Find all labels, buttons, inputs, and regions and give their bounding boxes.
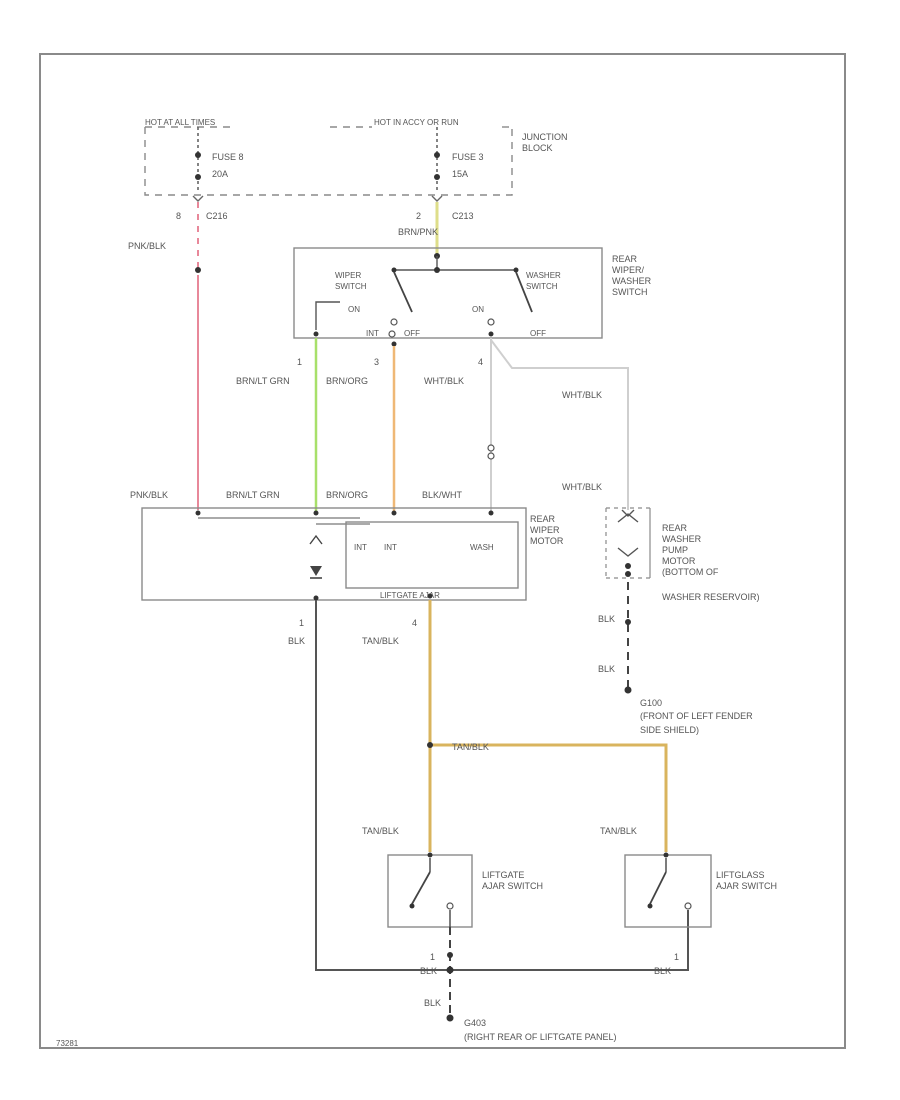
- wiper-switch-label-1: WIPER: [335, 271, 361, 280]
- rear-wiper-motor-box: [141, 507, 527, 601]
- switch-pin-3: 3: [374, 357, 379, 367]
- diagram-frame: [39, 53, 846, 1049]
- label-off-right: OFF: [530, 329, 546, 338]
- pump-name-3: PUMP: [662, 545, 688, 555]
- switch-pin-1: 1: [297, 357, 302, 367]
- liftglass-switch-name-2: AJAR SWITCH: [716, 881, 777, 891]
- ground-g100-desc-1: (FRONT OF LEFT FENDER: [640, 711, 753, 721]
- wire-label-tan-blk-1: TAN/BLK: [362, 636, 399, 646]
- wiper-washer-switch-box: [293, 247, 603, 339]
- label-on-right: ON: [472, 305, 484, 314]
- wire-label-blk-wht: BLK/WHT: [422, 490, 463, 500]
- wire-label-blk-1: BLK: [288, 636, 305, 646]
- label-int: INT: [366, 329, 379, 338]
- label-off-left: OFF: [404, 329, 420, 338]
- washer-pump-motor: [605, 507, 651, 579]
- motor-name-3: MOTOR: [530, 536, 564, 546]
- fuse-8: FUSE 8 20A: [195, 127, 244, 192]
- wire-label-wht-blk-2: WHT/BLK: [562, 390, 602, 400]
- fuse-3: FUSE 3 15A: [434, 127, 484, 192]
- wire-label-tan-blk-4: TAN/BLK: [600, 826, 637, 836]
- wire-label-brn-lt-grn-2: BRN/LT GRN: [226, 490, 280, 500]
- junction-label-left: HOT AT ALL TIMES: [145, 118, 215, 127]
- motor-wash: WASH: [470, 543, 494, 552]
- motor-int-b: INT: [384, 543, 397, 552]
- washer-switch-label-2: SWITCH: [526, 282, 558, 291]
- switch-name-1: REAR: [612, 254, 638, 264]
- fuse-3-rating: 15A: [452, 169, 468, 179]
- motor-relay-label: LIFTGATE AJAR: [380, 591, 440, 600]
- ground-g403: G403: [464, 1018, 486, 1028]
- fuse-3-name: FUSE 3: [452, 152, 484, 162]
- wire-label-wht-blk-1: WHT/BLK: [424, 376, 464, 386]
- connector-c216: C216: [206, 211, 228, 221]
- junction-block-name-2: BLOCK: [522, 143, 553, 153]
- liftgate-switch-name-2: AJAR SWITCH: [482, 881, 543, 891]
- wire-tan-blk-branch: [430, 743, 668, 852]
- wire-label-brn-pnk: BRN/PNK: [398, 227, 438, 237]
- wire-wht-blk-pump: [490, 339, 629, 510]
- pump-name-4: MOTOR: [662, 556, 696, 566]
- wire-label-blk-pump-2: BLK: [598, 664, 615, 674]
- wire-label-blk-bottom-1: BLK: [420, 966, 437, 976]
- junction-block-name-1: JUNCTION: [522, 132, 568, 142]
- motor-pin-4: 4: [412, 618, 417, 628]
- wire-label-tan-blk-3: TAN/BLK: [362, 826, 399, 836]
- pump-name-1: REAR: [662, 523, 688, 533]
- connector-c213: C213: [452, 211, 474, 221]
- liftgate-switch-name-1: LIFTGATE: [482, 870, 524, 880]
- wire-blk-motor: [315, 600, 689, 971]
- liftglass-switch-name-1: LIFTGLASS: [716, 870, 765, 880]
- label-on-left: ON: [348, 305, 360, 314]
- wire-label-tan-blk-2: TAN/BLK: [452, 742, 489, 752]
- liftglass-ajar-switch: [624, 852, 712, 928]
- ground-g403-desc: (RIGHT REAR OF LIFTGATE PANEL): [464, 1032, 617, 1042]
- switch-pin-4: 4: [478, 357, 483, 367]
- wire-label-brn-org-1: BRN/ORG: [326, 376, 368, 386]
- switch-name-3: WASHER: [612, 276, 652, 286]
- switch-pin-right: 1: [674, 952, 679, 962]
- fuse-8-name: FUSE 8: [212, 152, 244, 162]
- motor-name-2: WIPER: [530, 525, 560, 535]
- wire-label-blk-bottom-3: BLK: [424, 998, 441, 1008]
- liftgate-ajar-switch: [387, 852, 473, 928]
- wire-label-brn-lt-grn-1: BRN/LT GRN: [236, 376, 290, 386]
- wire-label-blk-pump-1: BLK: [598, 614, 615, 624]
- ground-g100-desc-2: SIDE SHIELD): [640, 725, 699, 735]
- wire-label-blk-bottom-2: BLK: [654, 966, 671, 976]
- wire-label-pnk-blk-1: PNK/BLK: [128, 241, 166, 251]
- pump-name-6: WASHER RESERVOIR): [662, 592, 760, 602]
- pump-name-5: (BOTTOM OF: [662, 567, 719, 577]
- wire-label-brn-org-2: BRN/ORG: [326, 490, 368, 500]
- motor-int-a: INT: [354, 543, 367, 552]
- switch-name-2: WIPER/: [612, 265, 645, 275]
- fuse-8-rating: 20A: [212, 169, 228, 179]
- junction-block: HOT AT ALL TIMES HOT IN ACCY OR RUN JUNC…: [144, 118, 568, 196]
- pump-name-2: WASHER: [662, 534, 702, 544]
- pin-2-label: 2: [416, 211, 421, 221]
- switch-pin-left: 1: [430, 952, 435, 962]
- wiper-switch-label-2: SWITCH: [335, 282, 367, 291]
- wire-label-wht-blk-3: WHT/BLK: [562, 482, 602, 492]
- motor-pin-1: 1: [299, 618, 304, 628]
- motor-inner-module: [345, 521, 519, 589]
- pin-8-label: 8: [176, 211, 181, 221]
- washer-switch-label-1: WASHER: [526, 271, 561, 280]
- wire-label-pnk-blk-2: PNK/BLK: [130, 490, 168, 500]
- junction-label-right: HOT IN ACCY OR RUN: [374, 118, 459, 127]
- motor-name-1: REAR: [530, 514, 556, 524]
- switch-name-4: SWITCH: [612, 287, 648, 297]
- ground-g100: G100: [640, 698, 662, 708]
- footer-id: 73281: [56, 1039, 79, 1048]
